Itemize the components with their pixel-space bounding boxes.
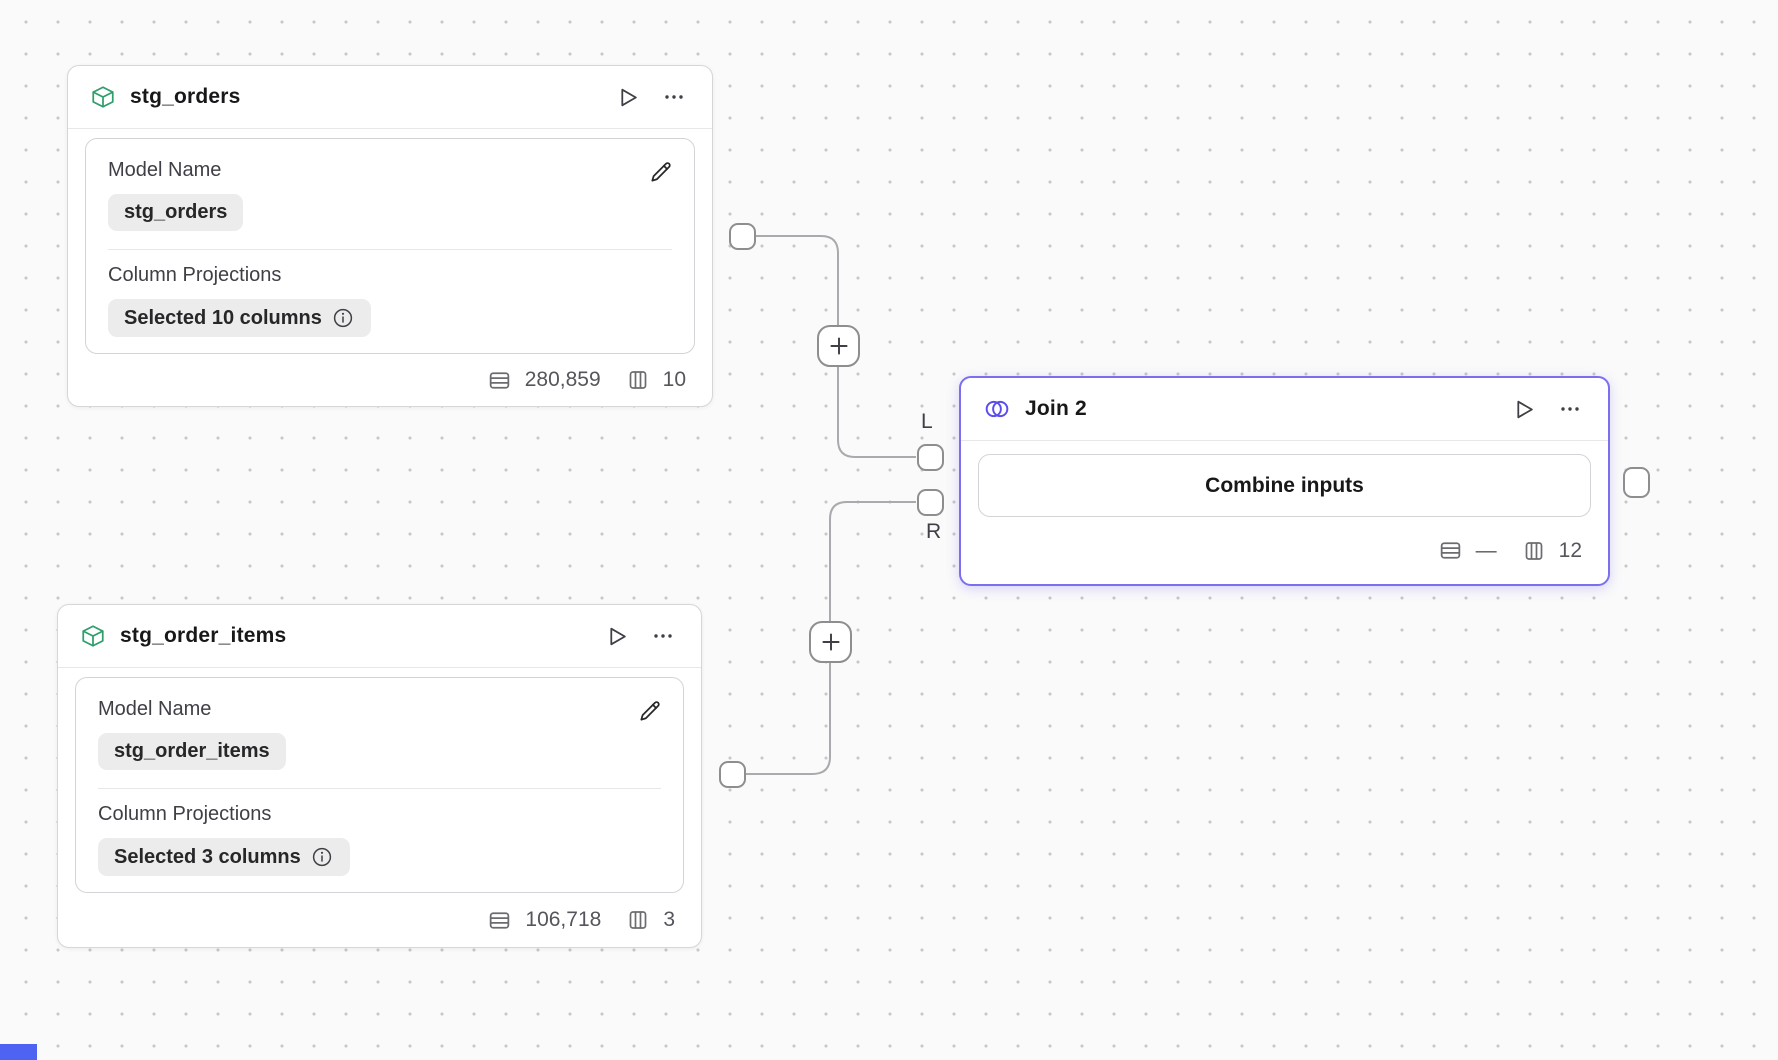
join-input-port-left[interactable]: [917, 444, 944, 471]
cube-icon: [90, 84, 116, 110]
row-count: —: [1475, 538, 1497, 562]
node-menu-button[interactable]: [647, 620, 679, 652]
node-stg-order-items[interactable]: stg_order_items Model Name stg_order_ite…: [57, 604, 702, 948]
run-node-button[interactable]: [1507, 393, 1540, 426]
plus-icon: [829, 337, 848, 355]
offscreen-element-fragment: [0, 1044, 37, 1060]
node-menu-button[interactable]: [1554, 393, 1586, 425]
columns-icon: [1522, 539, 1546, 563]
divider: [108, 249, 672, 250]
column-projections-value[interactable]: Selected 3 columns: [98, 838, 350, 876]
join-input-port-right[interactable]: [917, 489, 944, 516]
model-name-value[interactable]: stg_orders: [108, 194, 244, 231]
run-node-button[interactable]: [611, 81, 644, 114]
columns-icon: [626, 368, 650, 392]
model-name-value[interactable]: stg_order_items: [98, 733, 286, 770]
columns-icon: [626, 908, 650, 932]
output-port-join[interactable]: [1623, 467, 1650, 498]
node-stats: 280,859 10: [68, 354, 712, 406]
divider: [98, 788, 661, 789]
node-stg-order-items-header: stg_order_items: [58, 605, 701, 668]
plus-icon: [821, 633, 840, 651]
run-node-button[interactable]: [600, 620, 633, 653]
add-node-on-edge-button[interactable]: [809, 621, 852, 663]
edit-pencil-icon[interactable]: [644, 155, 678, 189]
column-count: 12: [1558, 538, 1582, 562]
edit-pencil-icon[interactable]: [633, 694, 667, 728]
cube-icon: [80, 623, 106, 649]
node-stats: 106,718 3: [58, 893, 701, 947]
rows-icon: [1438, 538, 1463, 563]
row-count: 106,718: [525, 908, 602, 931]
node-stats: — 12: [961, 517, 1608, 584]
node-join-2[interactable]: Join 2 Combine inputs — 12: [959, 376, 1610, 586]
model-name-label: Model Name: [98, 698, 212, 720]
node-title: Join 2: [1025, 397, 1087, 420]
info-icon[interactable]: [331, 306, 355, 330]
right-port-label: R: [926, 520, 942, 543]
column-count: 10: [662, 368, 686, 391]
node-join-header: Join 2: [961, 378, 1608, 441]
left-port-label: L: [921, 410, 933, 433]
node-stg-orders[interactable]: stg_orders Model Name stg_orders Column …: [67, 65, 713, 407]
column-projections-label: Column Projections: [98, 803, 272, 825]
info-icon[interactable]: [310, 845, 334, 869]
combine-inputs-button[interactable]: Combine inputs: [978, 454, 1591, 517]
rows-icon: [487, 368, 512, 393]
node-menu-button[interactable]: [658, 81, 690, 113]
join-venn-icon: [983, 396, 1011, 422]
row-count: 280,859: [524, 368, 601, 391]
add-node-on-edge-button[interactable]: [817, 325, 860, 367]
node-stg-orders-header: stg_orders: [68, 66, 712, 129]
node-config-card: Model Name stg_order_items Column Projec…: [75, 677, 684, 893]
column-projections-value[interactable]: Selected 10 columns: [108, 299, 371, 337]
column-projections-label: Column Projections: [108, 264, 282, 286]
node-config-card: Model Name stg_orders Column Projections…: [85, 138, 695, 354]
column-count: 3: [663, 908, 675, 931]
node-title: stg_orders: [130, 85, 241, 108]
model-name-label: Model Name: [108, 159, 222, 181]
rows-icon: [487, 908, 512, 933]
node-title: stg_order_items: [120, 624, 287, 647]
output-port-stg-order-items[interactable]: [719, 761, 746, 788]
output-port-stg-orders[interactable]: [729, 223, 756, 250]
